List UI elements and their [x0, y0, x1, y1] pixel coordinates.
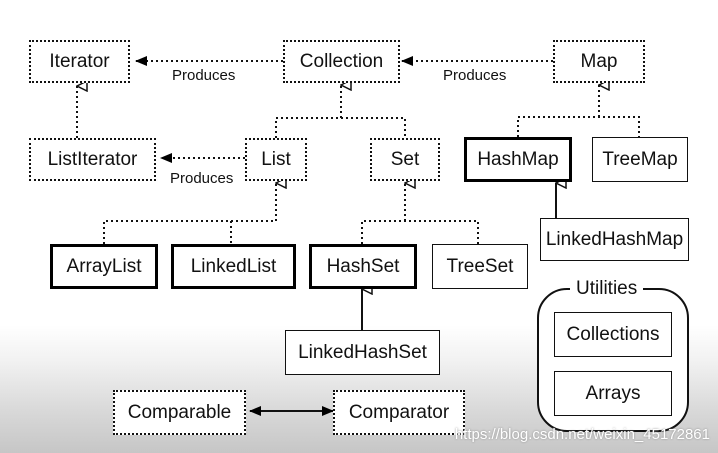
- node-iterator: Iterator: [29, 40, 130, 83]
- node-tree-set: TreeSet: [432, 244, 528, 289]
- edge-arraylist-linkedlist-list: [103, 220, 232, 244]
- node-collections: Collections: [554, 312, 672, 357]
- node-list-iterator: ListIterator: [29, 138, 156, 181]
- node-list: List: [245, 138, 307, 181]
- produces-label-map: Produces: [441, 67, 509, 84]
- node-tree-map: TreeMap: [592, 137, 688, 182]
- node-set: Set: [370, 138, 440, 181]
- node-hash-map: HashMap: [464, 137, 572, 182]
- node-hash-set: HashSet: [309, 244, 417, 289]
- node-comparable: Comparable: [113, 390, 246, 435]
- edge-list-set-collection: [275, 117, 406, 138]
- node-linked-hash-set: LinkedHashSet: [285, 330, 440, 375]
- node-arrays: Arrays: [554, 371, 672, 416]
- watermark-text: https://blog.csdn.net/weixin_45172861: [454, 426, 710, 443]
- produces-label-list: Produces: [168, 170, 236, 187]
- node-map: Map: [553, 40, 645, 83]
- node-comparator: Comparator: [333, 390, 465, 435]
- node-collection: Collection: [283, 40, 400, 83]
- node-linked-hash-map: LinkedHashMap: [540, 218, 689, 261]
- node-array-list: ArrayList: [50, 244, 158, 289]
- edge-hashmap-treemap-map: [517, 116, 640, 137]
- edge-hashset-treeset-set: [361, 220, 479, 244]
- produces-label-collection: Produces: [170, 67, 238, 84]
- utilities-title: Utilities: [570, 278, 644, 300]
- node-linked-list: LinkedList: [171, 244, 296, 289]
